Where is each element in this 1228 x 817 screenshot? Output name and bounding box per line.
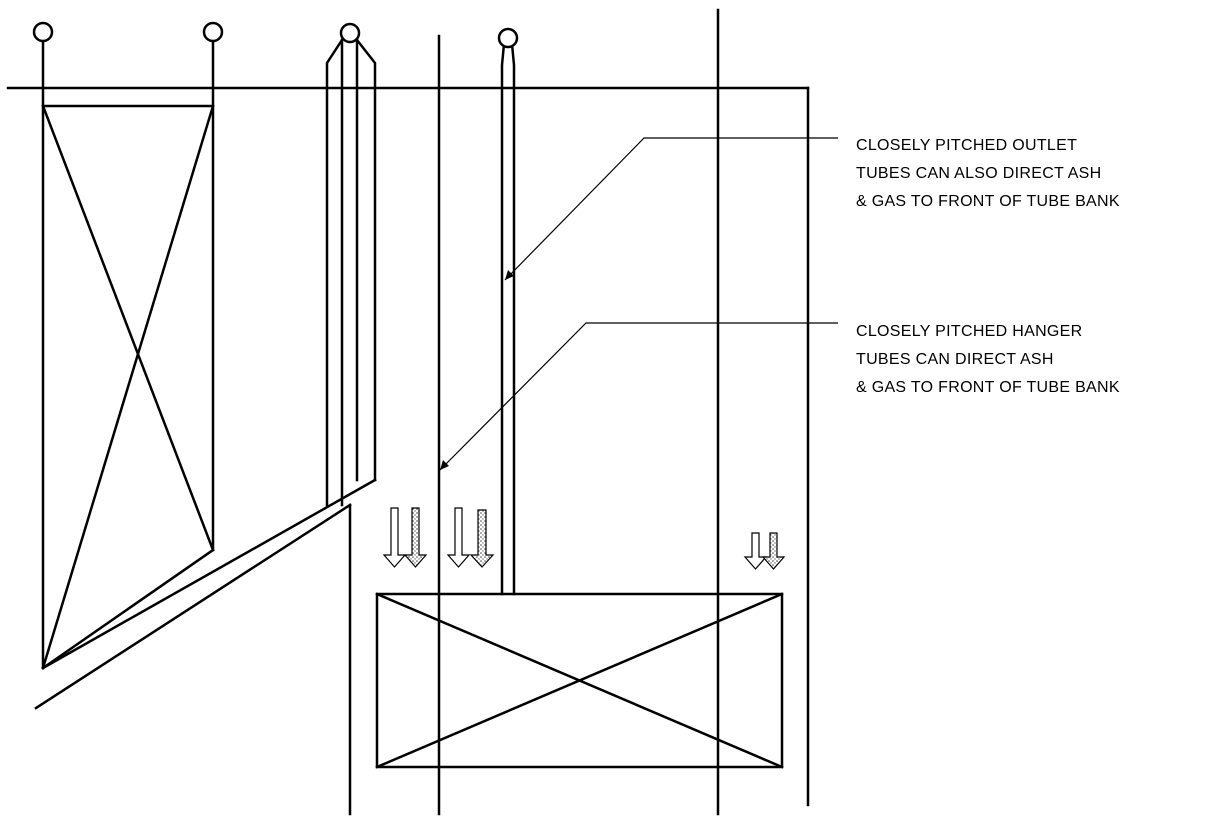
slope-lower <box>34 503 352 710</box>
slope-upper <box>41 478 377 670</box>
callout-line: CLOSELY PITCHED OUTLET <box>856 137 1078 154</box>
header-left-b <box>202 21 224 43</box>
hanger-tubes-callout: CLOSELY PITCHED HANGER TUBES CAN DIRECT … <box>856 318 1120 402</box>
lower-tube-bank <box>375 592 784 769</box>
outlet-tubes-callout: CLOSELY PITCHED OUTLET TUBES CAN ALSO DI… <box>856 132 1120 216</box>
callout-line: CLOSELY PITCHED HANGER <box>856 323 1083 340</box>
header-left-a <box>32 21 54 43</box>
ash-flow-arrow-2 <box>469 509 495 568</box>
left-tube-panel <box>41 38 215 670</box>
hanger-leader-arrowhead <box>440 460 449 470</box>
callout-line: TUBES CAN DIRECT ASH <box>856 351 1054 368</box>
hanger-leader-line <box>439 322 838 471</box>
ash-flow-arrow-1 <box>403 507 428 568</box>
outlet-leader-arrowhead <box>505 270 514 280</box>
gas-flow-arrow-1 <box>382 507 407 568</box>
outlet-leader-line <box>504 137 838 281</box>
header-outlet <box>497 27 519 49</box>
outlet-tube-pair <box>500 42 516 596</box>
callout-line: & GAS TO FRONT OF TUBE BANK <box>856 193 1120 210</box>
callout-line: TUBES CAN ALSO DIRECT ASH <box>856 165 1102 182</box>
gas-flow-arrow-2 <box>446 507 471 568</box>
inlet-loop-tubes <box>325 38 377 507</box>
header-middle <box>339 22 361 44</box>
callout-line: & GAS TO FRONT OF TUBE BANK <box>856 379 1120 396</box>
gas-flow-arrow-3 <box>743 532 768 570</box>
ash-flow-arrow-3 <box>761 532 786 570</box>
